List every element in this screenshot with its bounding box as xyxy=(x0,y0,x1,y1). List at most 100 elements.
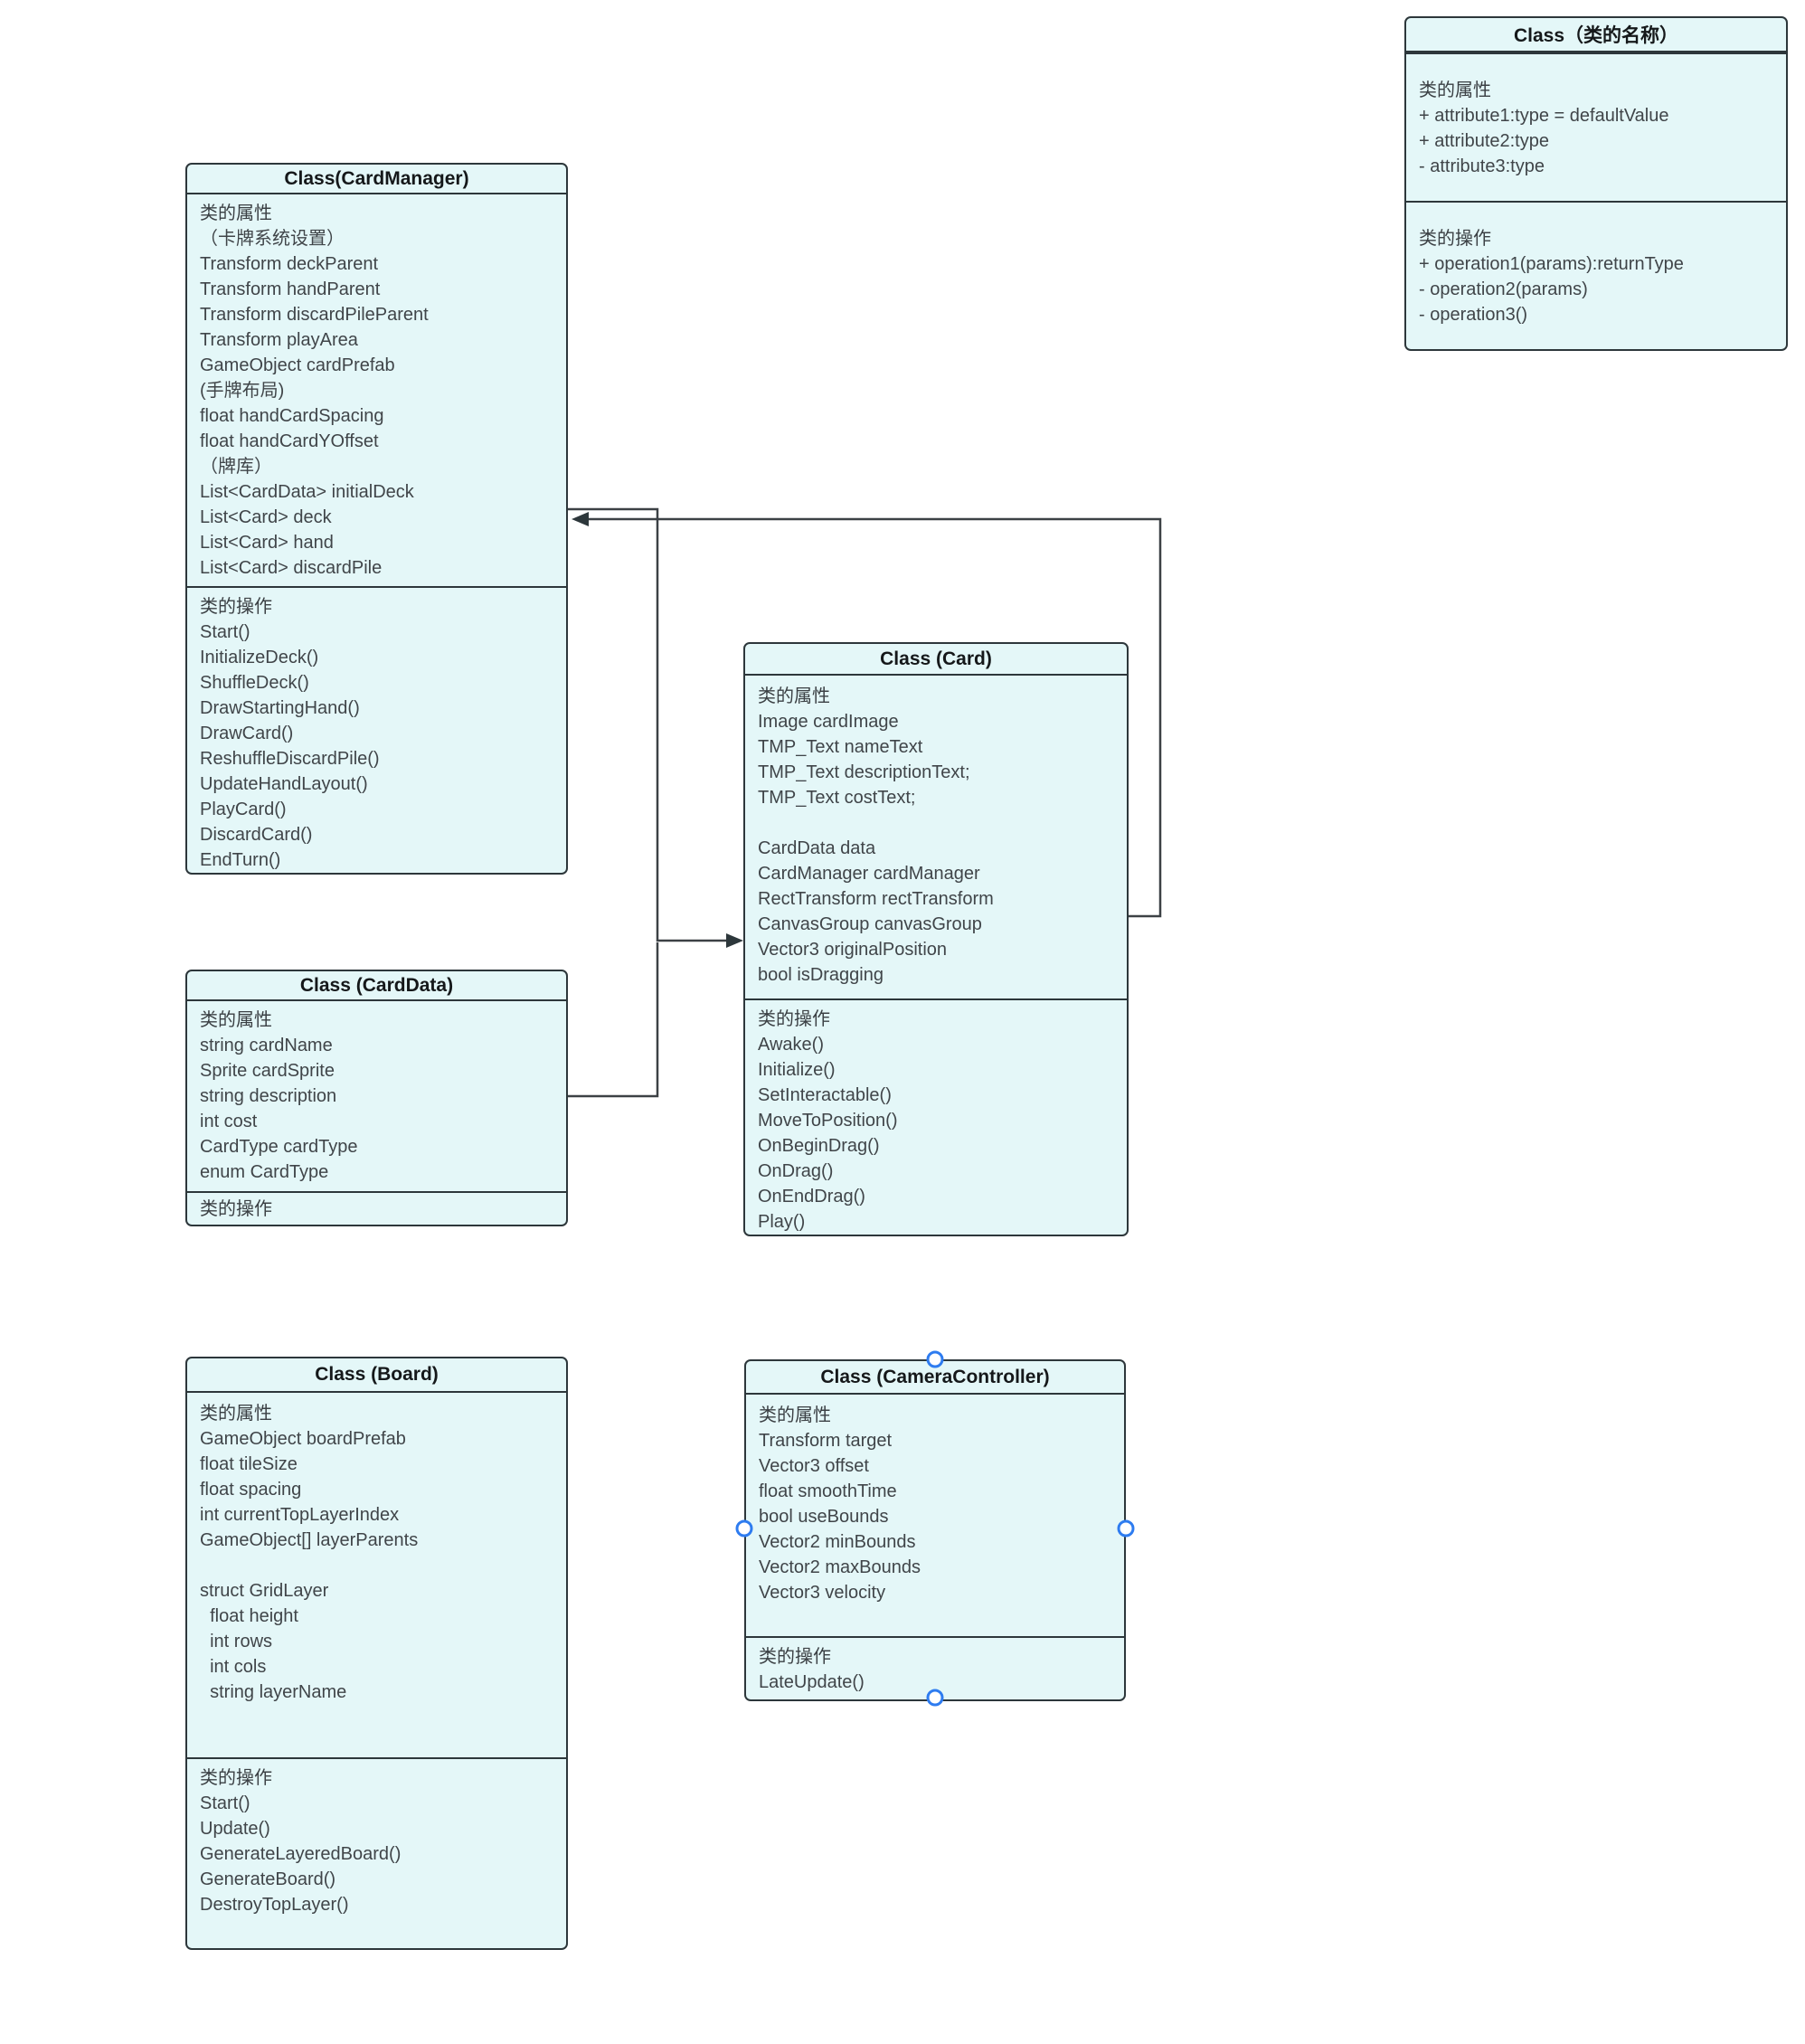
section-header-label: 类的属性 xyxy=(200,203,272,223)
class-member-line: Vector3 offset xyxy=(759,1456,869,1476)
connector-carddata-link[interactable] xyxy=(568,942,659,1098)
class-member-line: - attribute3:type xyxy=(1419,156,1545,176)
class-member-line: Transform deckParent xyxy=(200,254,379,274)
operations-section-board: 类的操作 Start() Update() GenerateLayeredBoard(… xyxy=(187,1757,566,1948)
class-member-line: bool useBounds xyxy=(759,1507,889,1527)
class-member-line: Sprite cardSprite xyxy=(200,1061,335,1081)
class-member-line xyxy=(187,1553,566,1578)
class-member-line: DestroyTopLayer() xyxy=(200,1895,349,1915)
class-member-line: GameObject boardPrefab xyxy=(200,1429,406,1449)
class-member-line: EndTurn() xyxy=(200,850,281,870)
attributes-section-board: 类的属性 GameObject boardPrefab float tileSize… xyxy=(187,1393,566,1757)
class-member-line: + operation1(params):returnType xyxy=(1419,254,1684,274)
class-member-line: GameObject[] layerParents xyxy=(200,1530,419,1550)
class-title-template: Class（类的名称） xyxy=(1513,25,1679,46)
class-box-template[interactable]: Class（类的名称） 类的属性 + attribute1:type = defau… xyxy=(1404,16,1788,351)
class-member-line: LateUpdate() xyxy=(759,1672,865,1692)
class-member-line: DiscardCard() xyxy=(200,825,313,845)
section-header-label: 类的操作 xyxy=(759,1647,831,1667)
class-member-line: List<Card> deck xyxy=(200,507,332,527)
section-header-label: 类的操作 xyxy=(758,1009,830,1029)
class-member-line: Vector3 originalPosition xyxy=(758,940,948,960)
class-member-line: CardData data xyxy=(758,838,876,858)
class-member-line: Transform discardPileParent xyxy=(200,305,429,325)
section-header-label: 类的操作 xyxy=(200,597,272,617)
class-member-line: GenerateLayeredBoard() xyxy=(200,1844,402,1864)
class-member-line: enum CardType xyxy=(200,1162,329,1182)
class-member-line: SetInteractable() xyxy=(758,1085,892,1105)
class-title-cardmanager: Class(CardManager) xyxy=(187,165,566,194)
class-member-line: ReshuffleDiscardPile() xyxy=(200,749,380,769)
class-member-line: float spacing xyxy=(200,1480,302,1500)
attributes-section-template: 类的属性 + attribute1:type = defaultValue + at… xyxy=(1406,54,1786,201)
class-member-line: Vector2 minBounds xyxy=(759,1532,916,1552)
section-header-label: 类的属性 xyxy=(758,686,830,706)
class-member-line: DrawCard() xyxy=(200,724,294,743)
class-member-line: Transform handParent xyxy=(200,279,381,299)
class-member-line: int cols xyxy=(200,1657,267,1677)
class-member-line: int rows xyxy=(200,1632,273,1651)
section-header-label: 类的属性 xyxy=(200,1010,272,1030)
class-member-line: - operation3() xyxy=(1419,305,1528,325)
class-member-line: TMP_Text nameText xyxy=(758,737,923,757)
class-member-line: + attribute1:type = defaultValue xyxy=(1419,106,1669,126)
class-member-line: TMP_Text costText; xyxy=(758,788,916,808)
class-member-line: List<CardData> initialDeck xyxy=(200,482,414,502)
class-member-line: PlayCard() xyxy=(200,800,287,819)
class-member-line: RectTransform rectTransform xyxy=(758,889,994,909)
class-member-line: Update() xyxy=(200,1819,270,1839)
class-box-cardmanager[interactable]: Class(CardManager)类的属性（卡牌系统设置）Transform … xyxy=(185,163,568,875)
class-member-line: CanvasGroup canvasGroup xyxy=(758,914,982,934)
section-header-label: 类的操作 xyxy=(200,1199,272,1219)
class-member-line: Vector3 velocity xyxy=(759,1583,886,1603)
class-member-line: List<Card> discardPile xyxy=(200,558,383,578)
section-header-label: 类的属性 xyxy=(759,1405,831,1425)
class-member-line: float tileSize xyxy=(200,1454,298,1474)
class-member-line: Start() xyxy=(200,622,250,642)
class-member-line: string layerName xyxy=(200,1682,347,1702)
class-member-line: OnBeginDrag() xyxy=(758,1136,880,1156)
class-member-line: (手牌布局) xyxy=(200,381,285,401)
class-member-line: struct GridLayer xyxy=(200,1581,329,1601)
class-member-line xyxy=(745,810,1127,836)
section-header-label: 类的操作 xyxy=(200,1768,272,1788)
connector-card-to-cardmanager[interactable] xyxy=(584,517,1162,918)
class-member-line: Play() xyxy=(758,1212,806,1232)
section-header-label: 类的操作 xyxy=(1419,229,1491,249)
title-double-separator xyxy=(1406,51,1786,54)
class-member-line: TMP_Text descriptionText; xyxy=(758,762,970,782)
class-member-line: float handCardSpacing xyxy=(200,406,384,426)
class-member-line: + attribute2:type xyxy=(1419,131,1549,151)
operations-section-cameracontroller: 类的操作 LateUpdate() xyxy=(746,1636,1124,1699)
class-member-line: string description xyxy=(200,1086,337,1106)
class-member-line: bool isDragging xyxy=(758,965,884,985)
section-header-label: 类的属性 xyxy=(1419,80,1491,100)
connector-cardmanager-to-card[interactable] xyxy=(568,507,729,942)
class-member-line: Awake() xyxy=(758,1035,824,1055)
class-member-line: float smoothTime xyxy=(759,1481,897,1501)
class-member-line: Start() xyxy=(200,1793,250,1813)
section-header-label: 类的属性 xyxy=(200,1404,272,1424)
class-member-line: （牌库） xyxy=(200,457,272,477)
class-member-line: GenerateBoard() xyxy=(200,1869,336,1889)
class-member-line: UpdateHandLayout() xyxy=(200,774,368,794)
class-member-line: Initialize() xyxy=(758,1060,836,1080)
operations-section-card: 类的操作 Awake() Initialize() SetInteractable()… xyxy=(745,998,1127,1235)
class-title-card: Class (Card) xyxy=(745,644,1127,676)
class-member-line: string cardName xyxy=(200,1036,333,1055)
class-member-line: CardManager cardManager xyxy=(758,864,980,884)
class-member-line: MoveToPosition() xyxy=(758,1111,898,1131)
class-member-line: List<Card> hand xyxy=(200,533,334,553)
class-member-line: int currentTopLayerIndex xyxy=(200,1505,400,1525)
operations-section-carddata: 类的操作 xyxy=(187,1191,566,1225)
